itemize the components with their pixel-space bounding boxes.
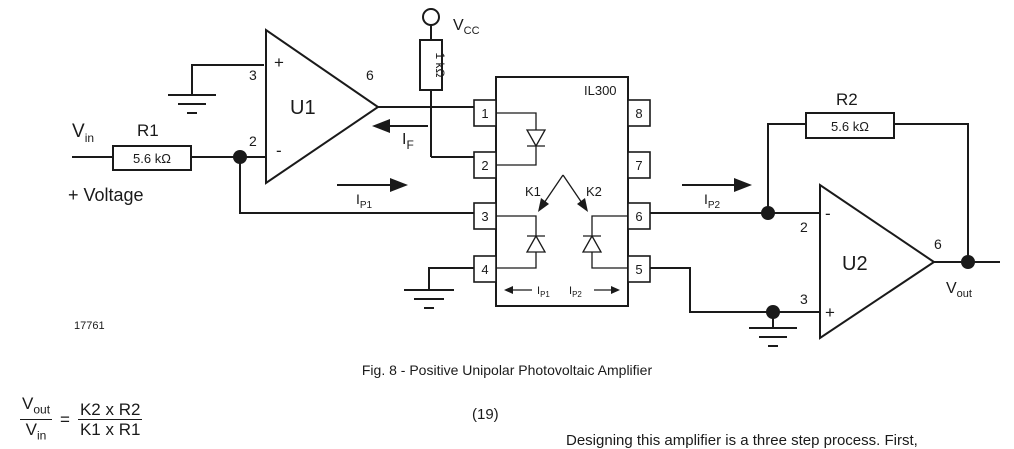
ic-il300: IL300 1 2 3 4 5 6 7 8 K1 K2 — [473, 76, 651, 307]
resistor-vcc-value: 1 kΩ — [433, 53, 447, 78]
vcc-terminal — [422, 8, 440, 26]
u2-minus-sign: - — [825, 204, 831, 223]
pin-label-2: 2 — [481, 158, 488, 173]
rhs-denominator: K1 x R1 — [79, 420, 141, 440]
pin-label-5: 5 — [635, 262, 642, 277]
resistor-r2 — [805, 112, 895, 139]
r1-label: R1 — [137, 121, 159, 140]
equation: Vout Vin = K2 x R2 K1 x R1 — [20, 394, 143, 446]
feedback-section: VCC 1 kΩ IF IP1 — [337, 8, 480, 211]
k2-label: K2 — [586, 184, 602, 199]
junction-dot-vout — [961, 255, 975, 269]
pin-label-1: 1 — [481, 106, 488, 121]
k1-label: K1 — [525, 184, 541, 199]
u1-pin6-label: 6 — [366, 67, 374, 83]
output-section: IP2 5.6 kΩ R2 U2 - + 2 3 6 Vout — [650, 90, 1000, 347]
opamp-u1: U1 + - 3 2 6 — [249, 28, 380, 185]
photodiode-1 — [496, 215, 547, 269]
figure-id: 17761 — [74, 320, 105, 332]
vcc-label: VCC — [453, 17, 480, 37]
u1-plus-sign: + — [274, 53, 284, 72]
u2-pin2-label: 2 — [800, 219, 808, 235]
u2-pin3-label: 3 — [800, 291, 808, 307]
u2-pin6-label: 6 — [934, 236, 942, 252]
pin-label-8: 8 — [635, 106, 642, 121]
rhs-numerator: K2 x R2 — [77, 400, 143, 421]
rhs-fraction: K2 x R2 K1 x R1 — [77, 400, 143, 440]
u1-pin3-label: 3 — [249, 67, 257, 83]
ip2-label: IP2 — [704, 191, 721, 211]
equation-number: (19) — [472, 406, 499, 423]
pin-label-7: 7 — [635, 158, 642, 173]
r2-label: R2 — [836, 90, 858, 109]
u2-label: U2 — [842, 253, 868, 275]
led-diode — [496, 112, 547, 166]
u1-label: U1 — [290, 97, 316, 119]
u2-plus-sign: + — [825, 303, 835, 322]
equals-sign: = — [60, 409, 70, 429]
pin-box-4 — [473, 255, 497, 283]
u1-minus-sign: - — [276, 141, 282, 160]
lhs-fraction: Vout Vin — [20, 394, 53, 446]
pin-label-6: 6 — [635, 209, 642, 224]
figure-caption: Fig. 8 - Positive Unipolar Photovoltaic … — [361, 362, 653, 378]
ip1-inner-label: IP1 — [537, 285, 550, 299]
ic-name: IL300 — [584, 83, 617, 98]
ground-symbol-pin4 — [404, 267, 474, 309]
pin-box-8 — [627, 99, 651, 127]
ip2-inner-label: IP2 — [569, 285, 582, 299]
r2-value: 5.6 kΩ — [831, 119, 869, 134]
vin-label: Vin — [72, 121, 94, 145]
body-text: Designing this amplifier is a three step… — [566, 432, 918, 449]
circuit-schematic: U1 + - 3 2 6 Vin 5.6 kΩ R1 + Voltage VCC… — [68, 8, 1000, 347]
pin-box-7 — [627, 151, 651, 179]
ground-symbol-u1 — [168, 64, 264, 114]
u1-pin2-label: 2 — [249, 133, 257, 149]
input-section: Vin 5.6 kΩ R1 + Voltage — [68, 121, 474, 214]
opamp-u2 — [819, 183, 936, 340]
if-label: IF — [402, 131, 414, 152]
photodiode-2 — [581, 215, 628, 269]
pin-label-4: 4 — [481, 262, 488, 277]
ip1-label: IP1 — [356, 191, 373, 211]
pin-label-3: 3 — [481, 209, 488, 224]
lhs-denominator: Vin — [25, 420, 47, 443]
vout-label: Vout — [946, 280, 972, 300]
r1-value: 5.6 kΩ — [133, 151, 171, 166]
voltage-label: + Voltage — [68, 185, 144, 205]
lhs-numerator: Vout — [20, 394, 53, 421]
